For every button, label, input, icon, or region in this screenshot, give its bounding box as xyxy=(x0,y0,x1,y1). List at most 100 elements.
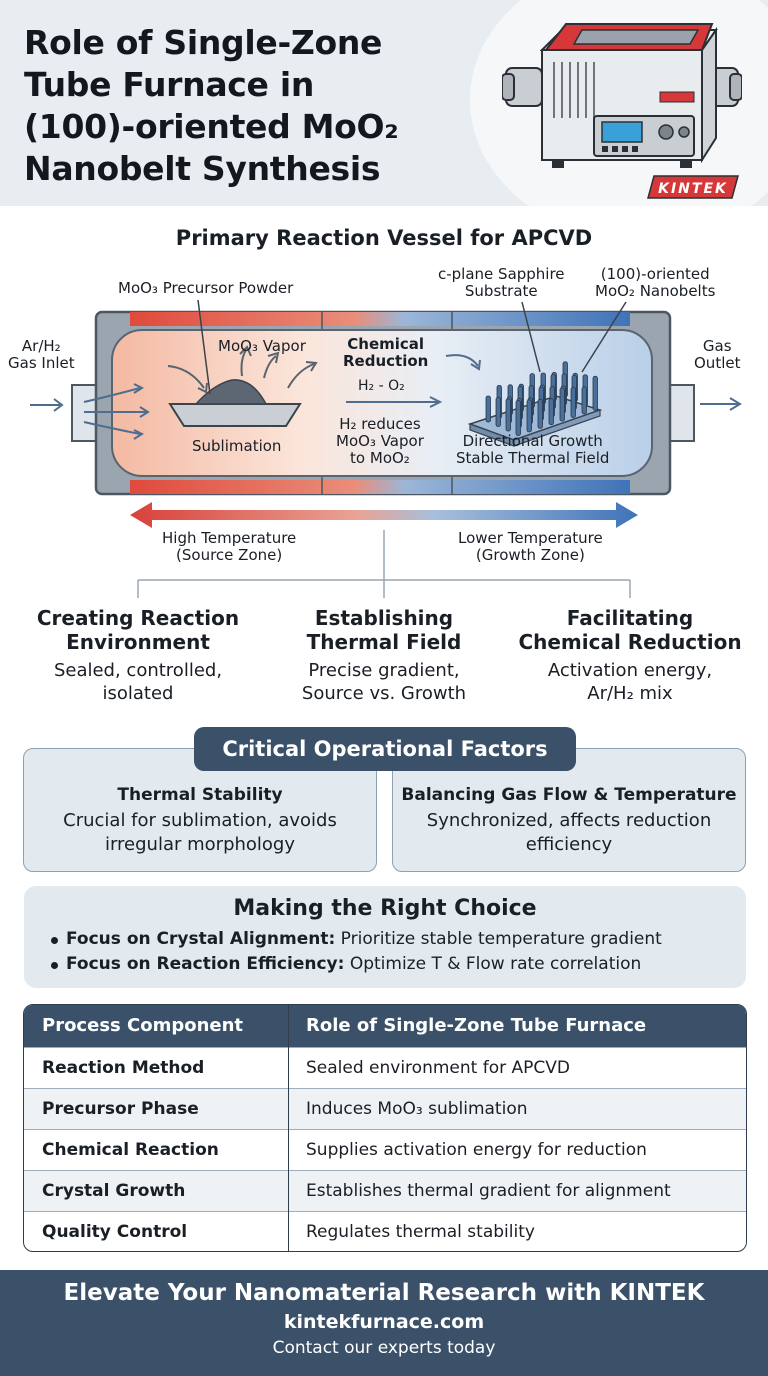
substrate-label-line-2: Substrate xyxy=(464,282,538,300)
column-chemical-reduction: Facilitating Chemical Reduction Activati… xyxy=(505,606,755,705)
nanobelt xyxy=(505,398,511,432)
title-line-4: Nanobelt Synthesis xyxy=(24,149,381,188)
diagram-heading: Primary Reaction Vessel for APCVD xyxy=(175,226,593,250)
title-line-1: Role of Single-Zone xyxy=(24,23,383,62)
table-cell-role: Induces MoO₃ sublimation xyxy=(306,1099,528,1119)
table-row: Quality Control Regulates thermal stabil… xyxy=(24,1211,746,1251)
gas-outlet-label: Gas Outlet xyxy=(694,338,740,372)
column-description: Sealed, controlled, isolated xyxy=(13,659,263,705)
factor-heading: Thermal Stability xyxy=(117,785,283,805)
nanobelt xyxy=(559,387,565,422)
table-header-row: Process Component Role of Single-Zone Tu… xyxy=(24,1005,746,1047)
table-header-cell: Role of Single-Zone Tube Furnace xyxy=(306,1015,647,1036)
nanobelt xyxy=(515,400,521,436)
factor-description: Crucial for sublimation, avoids irregula… xyxy=(24,809,376,857)
table-row: Reaction Method Sealed environment for A… xyxy=(24,1047,746,1088)
footer-contact: Contact our experts today xyxy=(272,1338,496,1358)
low-temp-line-2: (Growth Zone) xyxy=(475,546,585,564)
table-row: Crystal Growth Establishes thermal gradi… xyxy=(24,1170,746,1211)
brand-badge-text: KINTEK xyxy=(658,181,728,197)
reduction-note: H₂ reduces MoO₃ Vapor to MoO₂ xyxy=(336,416,424,467)
choice-list: Focus on Crystal Alignment: Prioritize s… xyxy=(24,927,746,977)
table-row: Chemical Reaction Supplies activation en… xyxy=(24,1129,746,1170)
nanobelt xyxy=(592,375,598,411)
table-cell-role: Supplies activation energy for reduction xyxy=(306,1140,647,1160)
choice-item-focus: Focus on Crystal Alignment: xyxy=(66,929,336,949)
column-heading: Facilitating Chemical Reduction xyxy=(505,606,755,654)
high-temp-line-2: (Source Zone) xyxy=(176,546,283,564)
choice-item-focus: Focus on Reaction Efficiency: xyxy=(66,954,345,974)
column-heading: Establishing Thermal Field xyxy=(259,606,509,654)
nanobelt-label-line-1: (100)-oriented xyxy=(600,265,710,283)
table-cell-role: Regulates thermal stability xyxy=(306,1222,535,1242)
column-desc-line: Activation energy, xyxy=(547,660,713,681)
nanobelt xyxy=(526,399,532,433)
column-description: Activation energy, Ar/H₂ mix xyxy=(505,659,755,705)
column-desc-line: Precise gradient, xyxy=(308,660,460,681)
nanobelt-array xyxy=(485,361,598,436)
choice-title: Making the Right Choice xyxy=(233,896,537,921)
table-cell-component: Chemical Reaction xyxy=(42,1140,219,1160)
column-heading: Creating Reaction Environment xyxy=(13,606,263,654)
gas-outlet-line-1: Gas xyxy=(702,337,732,355)
gas-inlet-line-2: Gas Inlet xyxy=(8,354,75,372)
factors-title: Critical Operational Factors xyxy=(194,727,576,771)
factor-desc-line: irregular morphology xyxy=(104,834,296,855)
table-header-cell: Process Component xyxy=(42,1015,244,1036)
low-temp-label: Lower Temperature (Growth Zone) xyxy=(458,530,603,564)
nanobelt-label-line-2: MoO₂ Nanobelts xyxy=(595,282,716,300)
low-temp-line-1: Lower Temperature xyxy=(458,529,603,547)
reduction-note-line-1: H₂ reduces xyxy=(339,415,421,433)
growth-label-line-2: Stable Thermal Field xyxy=(456,449,610,467)
table-cell-role: Establishes thermal gradient for alignme… xyxy=(306,1181,671,1201)
nanobelt-label: (100)-oriented MoO₂ Nanobelts xyxy=(595,266,715,300)
process-table: Process Component Role of Single-Zone Tu… xyxy=(23,1004,747,1252)
table-cell-role: Sealed environment for APCVD xyxy=(306,1058,570,1078)
column-desc-line: Ar/H₂ mix xyxy=(587,683,673,704)
footer-cta: Elevate Your Nanomaterial Research with … xyxy=(63,1280,705,1306)
factor-heading: Balancing Gas Flow & Temperature xyxy=(401,785,737,805)
nanobelt xyxy=(570,387,576,418)
reduction-note-line-3: to MoO₂ xyxy=(350,449,410,467)
column-desc-line: isolated xyxy=(102,683,174,704)
growth-label-line-1: Directional Growth xyxy=(462,432,603,450)
high-temp-label: High Temperature (Source Zone) xyxy=(162,530,296,564)
column-heading-line: Facilitating xyxy=(566,606,694,630)
factor-description: Synchronized, affects reduction efficien… xyxy=(393,809,745,857)
page-title: Role of Single-Zone Tube Furnace in (100… xyxy=(24,22,464,190)
nanobelt xyxy=(581,386,587,415)
gas-inlet-line-1: Ar/H₂ xyxy=(21,337,61,355)
gas-outlet-line-2: Outlet xyxy=(694,354,741,372)
nanobelt xyxy=(485,395,491,423)
choice-item: Focus on Reaction Efficiency: Optimize T… xyxy=(51,952,746,977)
column-desc-line: Sealed, controlled, xyxy=(53,660,223,681)
factor-desc-line: Crucial for sublimation, avoids xyxy=(63,810,337,831)
footer-url-link[interactable]: kintekfurnace.com xyxy=(283,1311,485,1333)
nanobelt xyxy=(548,398,554,426)
column-heading-line: Chemical Reduction xyxy=(518,630,742,654)
reaction-formula: H₂ - O₂ xyxy=(358,378,405,394)
temperature-gradient-arrow xyxy=(130,502,638,528)
column-heading-line: Creating Reaction xyxy=(36,606,240,630)
table-row: Precursor Phase Induces MoO₃ sublimation xyxy=(24,1088,746,1129)
reduction-note-line-2: MoO₃ Vapor xyxy=(336,432,424,450)
column-heading-line: Environment xyxy=(66,630,210,654)
table-cell-component: Crystal Growth xyxy=(42,1181,186,1201)
nanobelt xyxy=(537,398,543,429)
title-line-3: (100)-oriented MoO₂ xyxy=(24,107,399,146)
reduction-label: Chemical Reduction xyxy=(343,336,428,370)
reduction-label-line-2: Reduction xyxy=(343,352,429,370)
reduction-label-line-1: Chemical xyxy=(347,335,425,353)
column-connector xyxy=(137,530,631,598)
factor-desc-line: Synchronized, affects reduction xyxy=(426,810,712,831)
gas-inlet-label: Ar/H₂ Gas Inlet xyxy=(8,338,75,372)
table-cell-component: Quality Control xyxy=(42,1222,188,1242)
vapor-label: MoO₃ Vapor xyxy=(218,337,306,355)
choice-item-text: Optimize T & Flow rate correlation xyxy=(344,954,642,974)
choice-item: Focus on Crystal Alignment: Prioritize s… xyxy=(51,927,746,952)
choice-item-text: Prioritize stable temperature gradient xyxy=(335,929,662,949)
nanobelt xyxy=(495,397,501,427)
tube-furnace-illustration: KINTEK xyxy=(502,23,742,199)
table-column-divider xyxy=(288,1005,289,1251)
column-reaction-environment: Creating Reaction Environment Sealed, co… xyxy=(13,606,263,705)
